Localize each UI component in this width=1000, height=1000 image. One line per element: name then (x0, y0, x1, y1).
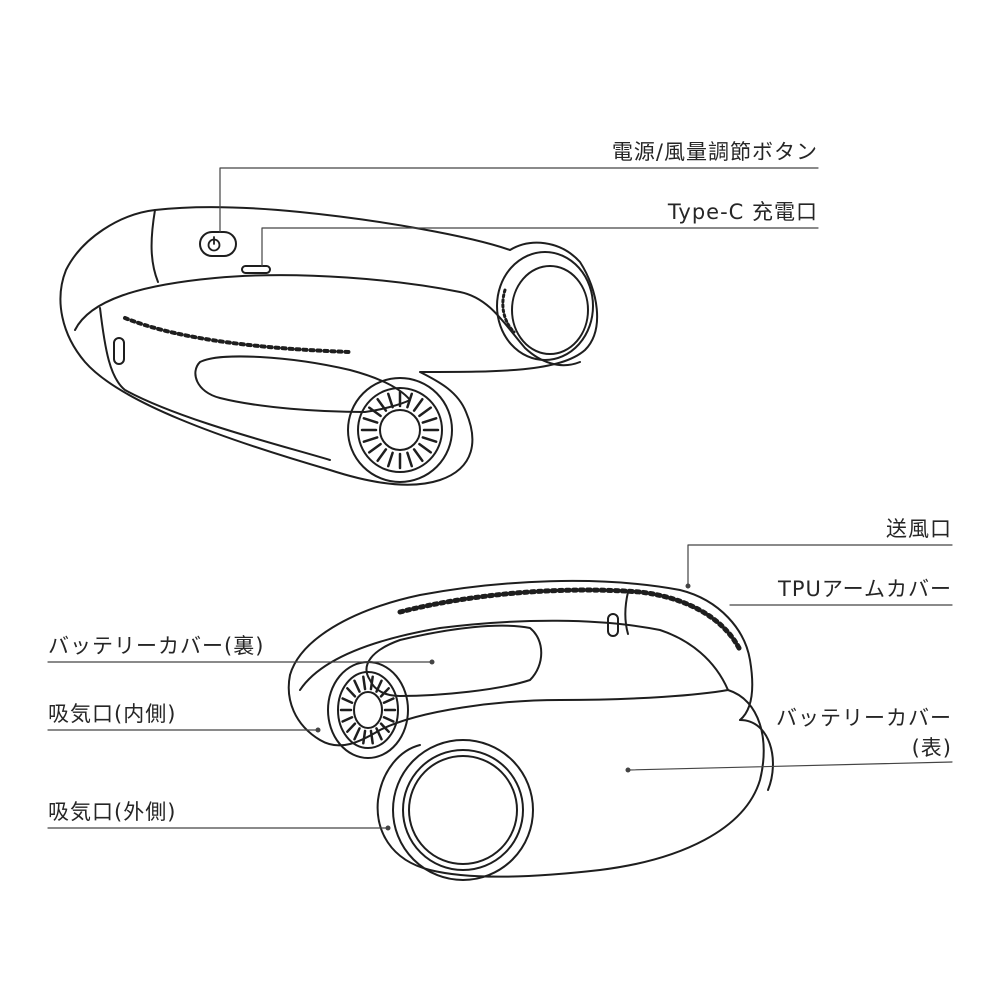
power-icon (207, 236, 221, 252)
top-outer-shell (59, 206, 599, 486)
fan-blade (362, 675, 367, 691)
bottom-battery-panel (365, 624, 543, 697)
fan-blade (406, 392, 413, 409)
fan-blade (387, 392, 394, 409)
fan-blade (368, 442, 382, 454)
fan-blade (353, 727, 361, 741)
top-segment-line (150, 209, 159, 283)
fan-blade (418, 406, 432, 418)
neck-fan-top-view (59, 206, 599, 486)
fan-blade (369, 675, 374, 691)
label-battery-cover-front-sub: (表) (911, 736, 952, 760)
bottom-side-slot (607, 613, 619, 637)
label-usb-c-port: Type-C 充電口 (667, 200, 818, 224)
top-inner-arm-lower (99, 307, 331, 461)
label-air-inlet-inner: 吸気口(内側) (48, 702, 177, 726)
fan-blade (387, 451, 394, 468)
top-battery-panel (194, 355, 411, 413)
fan-blade (362, 729, 367, 745)
fan-blade (362, 436, 379, 443)
fan-blade (379, 722, 390, 733)
fan-blade (412, 448, 424, 462)
leader-lines (47, 167, 953, 829)
fan-blade (346, 722, 357, 733)
bottom-outer-shell (287, 674, 765, 878)
fan-blade (376, 398, 388, 412)
top-inner-fan (347, 377, 453, 483)
label-battery-cover-front: バッテリーカバー (776, 706, 952, 730)
fan-blade (341, 716, 354, 723)
top-side-slot (113, 337, 125, 365)
fan-blade (418, 442, 432, 454)
top-outer-fan (496, 251, 594, 361)
bottom-back-band-inner (299, 619, 729, 691)
top-power-button (199, 231, 237, 257)
bottom-outer-fan (392, 739, 534, 881)
label-power-button: 電源/風量調節ボタン (611, 140, 818, 164)
fan-blade (421, 417, 438, 424)
fan-blade (406, 451, 413, 468)
top-inner-arm (74, 274, 581, 367)
fan-blade (376, 448, 388, 462)
fan-blade (369, 729, 374, 745)
fan-blade (362, 417, 379, 424)
fan-blade (421, 436, 438, 443)
label-battery-cover-back: バッテリーカバー(裏) (48, 634, 265, 658)
label-air-outlet: 送風口 (886, 517, 952, 541)
fan-blade (346, 687, 357, 698)
fan-blade (341, 697, 354, 704)
neck-fan-bottom-view (287, 579, 774, 881)
top-vent-row (123, 316, 352, 354)
fan-blade (382, 716, 395, 723)
fan-blade (412, 398, 424, 412)
bottom-tpu-divider (624, 591, 629, 635)
fan-blade (375, 727, 383, 741)
top-usb-c-port (241, 265, 271, 274)
fan-blade (375, 679, 383, 693)
bottom-back-band (289, 579, 754, 721)
fan-blade (368, 406, 382, 418)
fan-blade (353, 679, 361, 693)
bottom-right-arm (739, 719, 774, 791)
fan-blade (379, 687, 390, 698)
fan-blade (382, 697, 395, 704)
label-tpu-arm-cover: TPUアームカバー (778, 577, 952, 601)
bottom-vent-row (397, 587, 743, 653)
label-air-inlet-outer: 吸気口(外側) (48, 800, 177, 824)
